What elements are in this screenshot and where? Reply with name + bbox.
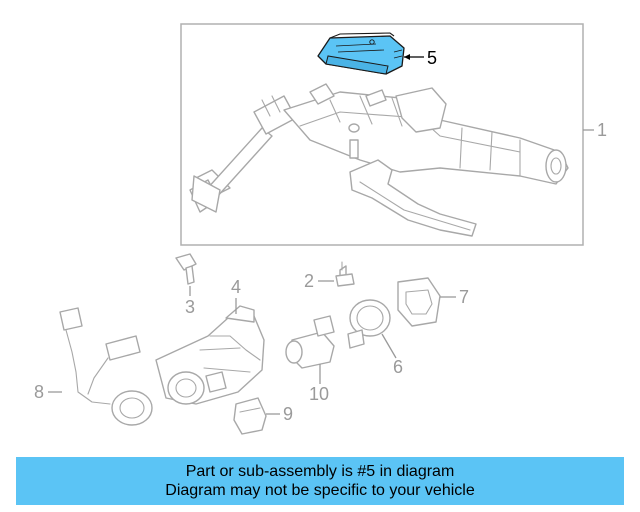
callout-1: 1 [597,120,607,140]
harness-part-8 [59,307,153,426]
lock-housing-part-4 [155,305,265,405]
callout-8: 8 [34,382,44,402]
assembly-frame [180,23,584,246]
info-banner: Part or sub-assembly is #5 in diagram Di… [16,457,624,505]
callout-6: 6 [393,357,403,377]
screw-part-2 [335,261,355,287]
banner-line-1: Part or sub-assembly is #5 in diagram [185,463,455,480]
control-module-part-5 [317,32,405,75]
parts-diagram: 1 2 3 4 5 6 7 8 9 10 [34,23,607,435]
steering-column-assembly [189,83,569,237]
actuator-part-10 [285,315,335,369]
bezel-part-7 [397,277,441,327]
callout-2: 2 [304,271,314,291]
callout-5: 5 [427,48,437,68]
callout-10: 10 [309,384,329,404]
leader-6 [381,333,397,359]
switch-part-9 [233,397,267,435]
callout-7: 7 [459,287,469,307]
ring-part-6 [347,299,391,349]
callout-9: 9 [283,404,293,424]
banner-line-2: Diagram may not be specific to your vehi… [165,482,475,499]
callout-4: 4 [231,277,241,297]
callout-3: 3 [185,297,195,317]
bolt-part-3 [175,253,197,285]
